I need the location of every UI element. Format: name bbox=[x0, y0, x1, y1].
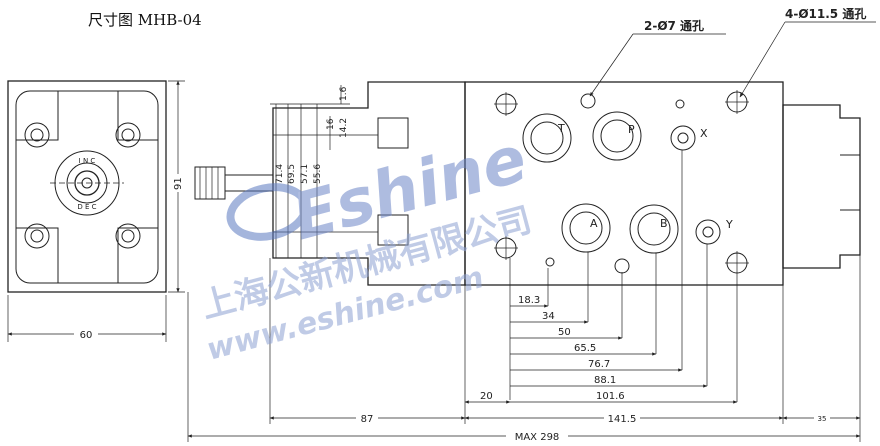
mount-hole-icon bbox=[725, 90, 749, 114]
port-a-icon bbox=[561, 203, 611, 253]
dim-57-1-label: 57.1 bbox=[300, 164, 310, 184]
vertical-dimensions: 71.4 69.5 57.1 55.6 16 14.2 1.6 bbox=[270, 85, 350, 258]
dim-69-5-label: 69.5 bbox=[287, 164, 297, 184]
pin-hole-icon bbox=[545, 257, 555, 267]
dim-91: 91 bbox=[168, 80, 185, 293]
dim-101-6-label: 101.6 bbox=[596, 391, 625, 402]
callout-holes-large-label: 4-Ø11.5 通孔 bbox=[785, 6, 866, 21]
horizontal-dimensions: 18.3 34 50 65.5 76.7 88.1 101.6 20 87 14… bbox=[187, 150, 861, 443]
dim-60: 60 bbox=[7, 295, 167, 342]
port-x-label: X bbox=[700, 127, 708, 140]
dim-18-3-label: 18.3 bbox=[518, 295, 540, 306]
mount-hole-icon bbox=[725, 251, 749, 275]
dim-60-label: 60 bbox=[80, 330, 93, 341]
callout-holes-small: 2-Ø7 通孔 bbox=[589, 18, 726, 97]
dim-20-label: 20 bbox=[480, 391, 493, 402]
dim-34-label: 34 bbox=[542, 311, 555, 322]
side-view: I N C D E C bbox=[7, 80, 167, 293]
housing-pocket bbox=[377, 214, 409, 246]
side-view-cross bbox=[15, 90, 159, 284]
bolt-icon bbox=[115, 122, 141, 148]
dim-71-4-label: 71.4 bbox=[275, 164, 285, 184]
dial-decrease-label: D E C bbox=[77, 203, 96, 211]
port-b-label: B bbox=[660, 217, 668, 230]
mount-hole-icon bbox=[494, 236, 518, 260]
dim-35-label: 35 bbox=[818, 415, 827, 423]
callout-holes-large: 4-Ø11.5 通孔 bbox=[739, 6, 876, 98]
dim-1-6-label: 1.6 bbox=[339, 86, 349, 101]
pin-hole-icon bbox=[614, 258, 630, 274]
adjuster-shaft bbox=[194, 166, 274, 200]
port-a-label: A bbox=[590, 217, 598, 230]
dim-88-1-label: 88.1 bbox=[594, 375, 616, 386]
port-y-label: Y bbox=[725, 218, 733, 231]
port-y-icon bbox=[695, 219, 721, 245]
dim-65-5-label: 65.5 bbox=[574, 343, 596, 354]
bolt-icon bbox=[24, 223, 50, 249]
bolt-icon bbox=[24, 122, 50, 148]
dim-55-6-label: 55.6 bbox=[313, 164, 323, 184]
watermark-logo-icon bbox=[226, 183, 310, 241]
mount-hole-icon bbox=[494, 92, 518, 116]
side-view-plate bbox=[15, 90, 159, 284]
port-b-icon bbox=[629, 204, 679, 254]
port-p-label: P bbox=[628, 123, 635, 136]
dim-16-label: 16 bbox=[326, 118, 336, 130]
pin-hole-icon bbox=[580, 93, 596, 109]
drawing-title: 尺寸图 MHB-04 bbox=[88, 11, 202, 29]
end-cap bbox=[782, 104, 861, 269]
dim-91-label: 91 bbox=[173, 177, 184, 190]
housing-pocket bbox=[377, 117, 409, 149]
dial-increase-label: I N C bbox=[79, 157, 96, 165]
bolt-icon bbox=[115, 223, 141, 249]
dim-50-label: 50 bbox=[558, 327, 571, 338]
port-t-icon bbox=[522, 113, 572, 163]
side-view-body bbox=[7, 80, 167, 293]
adjusting-dial-icon bbox=[50, 150, 124, 216]
port-x-icon bbox=[670, 125, 696, 151]
port-p-icon bbox=[592, 111, 642, 161]
pin-hole-icon bbox=[675, 99, 685, 109]
dim-max-298-label: MAX 298 bbox=[515, 432, 560, 443]
port-t-label: T bbox=[557, 122, 565, 135]
dim-87-label: 87 bbox=[361, 414, 374, 425]
dim-141-5-label: 141.5 bbox=[608, 414, 637, 425]
dim-76-7-label: 76.7 bbox=[588, 359, 610, 370]
watermark: Eshine 上海公新机械有限公司 www.eshine.com bbox=[197, 122, 536, 367]
callout-holes-small-label: 2-Ø7 通孔 bbox=[644, 18, 704, 33]
dim-14-2-label: 14.2 bbox=[339, 118, 349, 138]
